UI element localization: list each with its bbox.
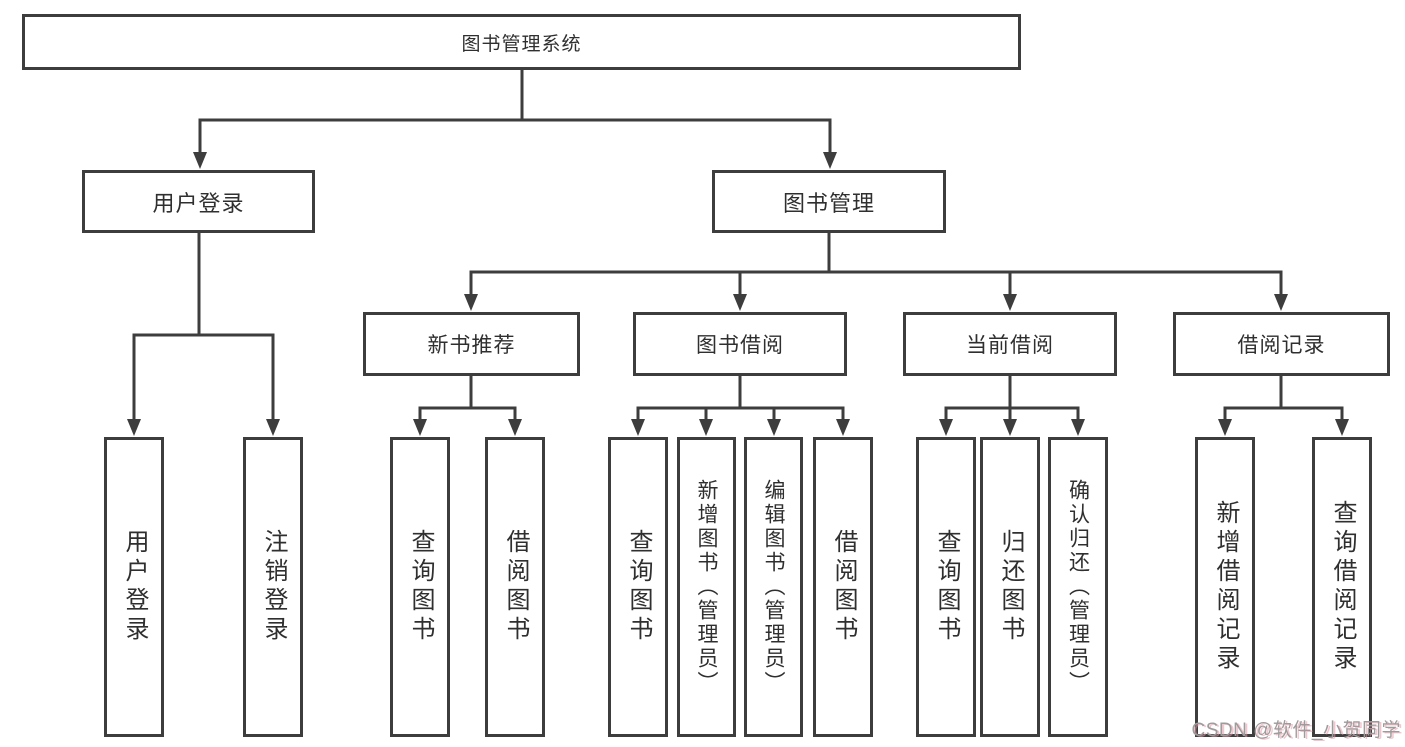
node-current-borrowing-label: 当前借阅 [966, 334, 1054, 357]
node-nbr-query-book: 查询图书 [390, 437, 450, 737]
node-br-add-record: 新增借阅记录 [1195, 437, 1255, 737]
node-book-management-label: 图书管理 [782, 190, 875, 216]
node-cb-confirm-return: 确认归还（管理员） [1048, 437, 1108, 737]
node-nbr-borrow-book-label: 借阅图书 [502, 529, 529, 645]
node-book-management: 图书管理 [712, 170, 946, 233]
node-cb-return-book: 归还图书 [980, 437, 1040, 737]
node-user-login: 用户登录 [104, 437, 164, 737]
node-logout: 注销登录 [243, 437, 303, 737]
node-br-query-record-label: 查询借阅记录 [1329, 500, 1356, 674]
node-user-login-group: 用户登录 [82, 170, 315, 233]
arrowheads [127, 152, 1349, 436]
node-cb-confirm-return-label: 确认归还（管理员） [1066, 479, 1090, 695]
node-cb-query-book: 查询图书 [916, 437, 976, 737]
node-cb-query-book-label: 查询图书 [933, 529, 960, 645]
node-user-login-group-label: 用户登录 [152, 190, 245, 216]
node-nbr-query-book-label: 查询图书 [407, 529, 434, 645]
node-borrow-records-label: 借阅记录 [1237, 334, 1326, 357]
node-borrow-records: 借阅记录 [1173, 312, 1390, 376]
node-logout-label: 注销登录 [260, 529, 287, 645]
node-current-borrowing: 当前借阅 [903, 312, 1117, 376]
node-book-borrowing-label: 图书借阅 [696, 334, 784, 357]
node-bb-add-book-label: 新增图书（管理员） [695, 479, 718, 695]
node-bb-edit-book: 编辑图书（管理员） [744, 437, 803, 737]
node-root-label: 图书管理系统 [461, 33, 582, 55]
node-bb-borrow-book: 借阅图书 [813, 437, 873, 737]
node-book-borrowing: 图书借阅 [633, 312, 847, 376]
node-bb-add-book: 新增图书（管理员） [677, 437, 736, 737]
csdn-watermark: CSDN @软件_小贺同学 [1191, 720, 1401, 741]
node-bb-query-book-label: 查询图书 [625, 529, 652, 645]
node-new-book-recommend-label: 新书推荐 [427, 334, 516, 357]
node-user-login-label: 用户登录 [121, 529, 148, 645]
node-bb-query-book: 查询图书 [608, 437, 668, 737]
node-new-book-recommend: 新书推荐 [363, 312, 580, 376]
node-cb-return-book-label: 归还图书 [997, 529, 1024, 645]
node-br-query-record: 查询借阅记录 [1312, 437, 1372, 737]
node-root: 图书管理系统 [22, 14, 1021, 70]
node-br-add-record-label: 新增借阅记录 [1212, 500, 1239, 674]
node-bb-borrow-book-label: 借阅图书 [830, 529, 857, 645]
node-bb-edit-book-label: 编辑图书（管理员） [762, 479, 785, 695]
node-nbr-borrow-book: 借阅图书 [485, 437, 545, 737]
